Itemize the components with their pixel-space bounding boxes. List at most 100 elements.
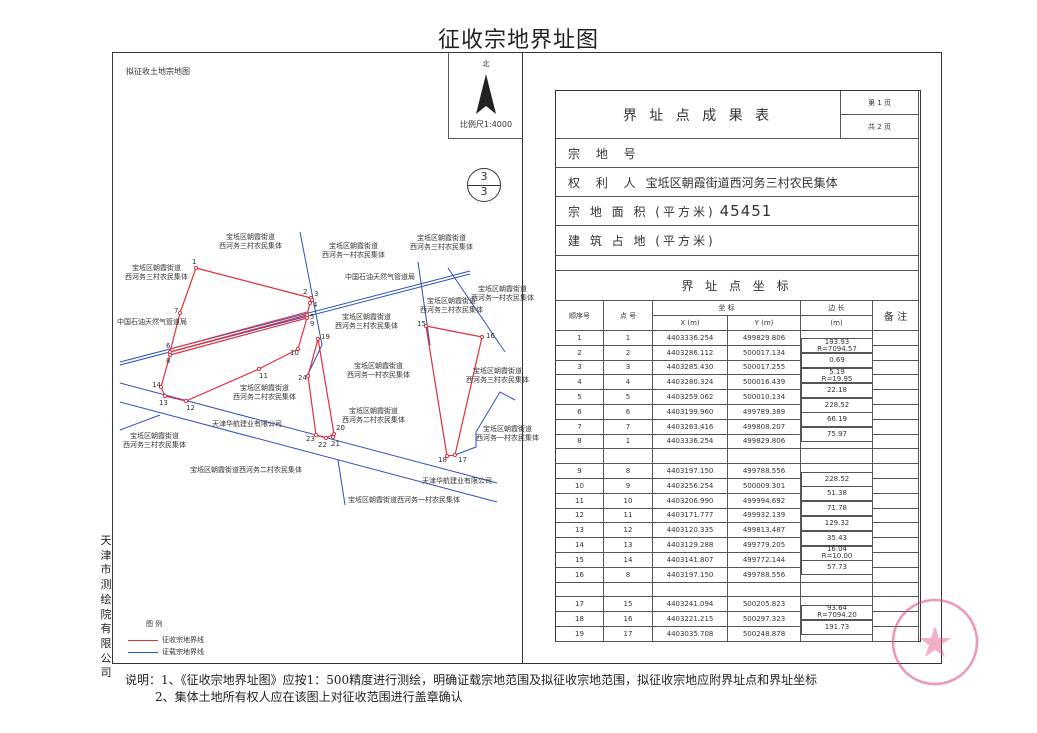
table-cell-x: 4403197.150 bbox=[653, 567, 728, 583]
table-cell-pt: 10 bbox=[604, 493, 653, 509]
legend-red-line bbox=[128, 640, 158, 641]
table-cell-x: 4403336.254 bbox=[653, 434, 728, 450]
table-cell-pt: 17 bbox=[604, 627, 653, 642]
edge-radius: R=7094.57 bbox=[817, 344, 857, 353]
note-cell bbox=[873, 597, 919, 613]
drawing-frame bbox=[112, 52, 942, 664]
edge-length-value: 71.78 bbox=[826, 504, 848, 513]
table-cell-pt: 8 bbox=[604, 567, 653, 583]
table-cell-seq: 3 bbox=[556, 360, 604, 376]
header-point: 点 号 bbox=[604, 301, 653, 331]
map-owner-label: 宝坻区朝霞街道 西河务二村农民集体 bbox=[233, 384, 296, 401]
table-cell-pt: 2 bbox=[604, 345, 653, 361]
map-owner-label: 宝坻区朝霞街道西河务一村农民集体 bbox=[348, 496, 460, 504]
point-label: 19 bbox=[321, 333, 330, 341]
note-cell bbox=[873, 331, 919, 346]
header-x: X (m) bbox=[653, 316, 728, 331]
header-edge: 边 长 bbox=[801, 301, 873, 316]
table-cell-x: 4403171.777 bbox=[653, 508, 728, 524]
boundary-point bbox=[295, 346, 301, 352]
table-cell-y: 499772.144 bbox=[728, 553, 801, 568]
table-cell-y: 499994.692 bbox=[728, 493, 801, 509]
map-owner-label: 宝坻区朝霞街道 西河务三村农民集体 bbox=[410, 234, 473, 251]
table-cell-y: 499779.205 bbox=[728, 538, 801, 553]
edge-length-value: 228.52 bbox=[824, 400, 850, 409]
table-cell-pt: 16 bbox=[604, 612, 653, 627]
table-cell-y: 499829.806 bbox=[728, 331, 801, 346]
table-cell-y: 500016.439 bbox=[728, 375, 801, 391]
map-owner-label: 天津华航建业有限公司 bbox=[422, 477, 492, 485]
edge-length: 75.97 bbox=[801, 427, 873, 443]
table-cell-x: 4403035.708 bbox=[653, 627, 728, 642]
boundary-point bbox=[479, 334, 485, 340]
expropriation-parcel-4 bbox=[425, 325, 483, 457]
map-owner-label: 宝坻区朝霞街道 西河务二村农民集体 bbox=[342, 407, 405, 424]
table-cell-y: 500009.301 bbox=[728, 479, 801, 494]
point-label: 9 bbox=[310, 320, 315, 328]
note-cell bbox=[873, 582, 919, 598]
page-title: 征收宗地界址图 bbox=[437, 28, 599, 53]
blank-row bbox=[556, 256, 919, 271]
north-scale-box: 北 比例尺1:4000 bbox=[448, 52, 523, 139]
area-row: 宗 地 面 积 (平方米)45451 bbox=[556, 197, 919, 226]
table-cell-y: 499932.139 bbox=[728, 508, 801, 524]
table-cell-x: 4403280.324 bbox=[653, 375, 728, 391]
certified-boundary bbox=[299, 231, 323, 377]
edge-length: 51.38 bbox=[801, 486, 873, 502]
expropriation-parcel-3 bbox=[307, 338, 335, 439]
table-cell-x: 4403263.416 bbox=[653, 419, 728, 435]
owner-value: 宝坻区朝霞街道西河务三村农民集体 bbox=[645, 175, 838, 190]
table-cell-seq: 4 bbox=[556, 375, 604, 391]
point-label: 20 bbox=[336, 424, 345, 432]
table-cell-x: 4403141.807 bbox=[653, 553, 728, 568]
parcel-code-top: 3 bbox=[480, 170, 488, 183]
table-cell-x: 4403336.254 bbox=[653, 331, 728, 346]
pipeline-red bbox=[169, 311, 308, 350]
boundary-point bbox=[304, 315, 310, 321]
note-cell bbox=[873, 493, 919, 509]
header-coord: 坐 标 bbox=[653, 301, 801, 316]
parcel-code-bottom: 3 bbox=[480, 185, 488, 198]
table-cell-y: 499789.389 bbox=[728, 405, 801, 420]
map-owner-label: 宝坻区朝霞街道 西河务三村农民集体 bbox=[420, 297, 483, 314]
header-y: Y (m) bbox=[728, 316, 801, 331]
header-seq: 顺序号 bbox=[556, 301, 604, 331]
map-owner-label: 宝坻区朝霞街道 西河务一村农民集体 bbox=[476, 425, 539, 442]
edge-length: 66.19 bbox=[801, 412, 873, 428]
map-owner-label: 宝坻区朝霞街道 西河务一村农民集体 bbox=[322, 242, 385, 259]
table-cell-y: 500017.134 bbox=[728, 345, 801, 361]
note-cell bbox=[873, 345, 919, 361]
edge-length-value: 16.04 bbox=[826, 545, 848, 554]
table-cell-seq: 17 bbox=[556, 597, 604, 613]
note-2: 2、集体土地所有权人应在该图上对征收范围进行盖章确认 bbox=[155, 690, 463, 704]
table-cell-pt: 3 bbox=[604, 360, 653, 376]
certified-boundary bbox=[447, 267, 506, 353]
table-cell-x: 4403221.215 bbox=[653, 612, 728, 627]
building-area-row: 建 筑 占 地 (平方米) bbox=[556, 226, 919, 256]
map-owner-label: 宝坻区朝霞街道 西河务三村农民集体 bbox=[466, 367, 529, 384]
note-cell bbox=[873, 434, 919, 450]
map-owner-label: 宝坻区朝霞街道 西河务三村农民集体 bbox=[335, 313, 398, 330]
table-cell-y: 499813.487 bbox=[728, 523, 801, 539]
table-cell-y: 499808.207 bbox=[728, 419, 801, 435]
point-label: 23 bbox=[306, 435, 315, 443]
table-cell-pt: 1 bbox=[604, 331, 653, 346]
map-owner-label: 中国石油天然气管道局 bbox=[345, 273, 415, 281]
table-cell-pt: 7 bbox=[604, 419, 653, 435]
north-label: 北 bbox=[482, 60, 490, 68]
point-label: 12 bbox=[186, 404, 195, 412]
point-label: 11 bbox=[259, 372, 268, 380]
table-cell-y: 500297.323 bbox=[728, 612, 801, 627]
table-title: 界 址 点 成 果 表 bbox=[556, 91, 841, 139]
page-number: 第 1 页 bbox=[841, 91, 919, 115]
point-label: 21 bbox=[331, 440, 340, 448]
edge-length: 0.69 bbox=[801, 353, 873, 369]
note-cell bbox=[873, 508, 919, 524]
table-cell-seq: 10 bbox=[556, 479, 604, 494]
table-cell-pt: 4 bbox=[604, 375, 653, 391]
point-label: 7 bbox=[174, 307, 179, 315]
boundary-point bbox=[183, 398, 189, 404]
edge-length: 129.32 bbox=[801, 516, 873, 531]
